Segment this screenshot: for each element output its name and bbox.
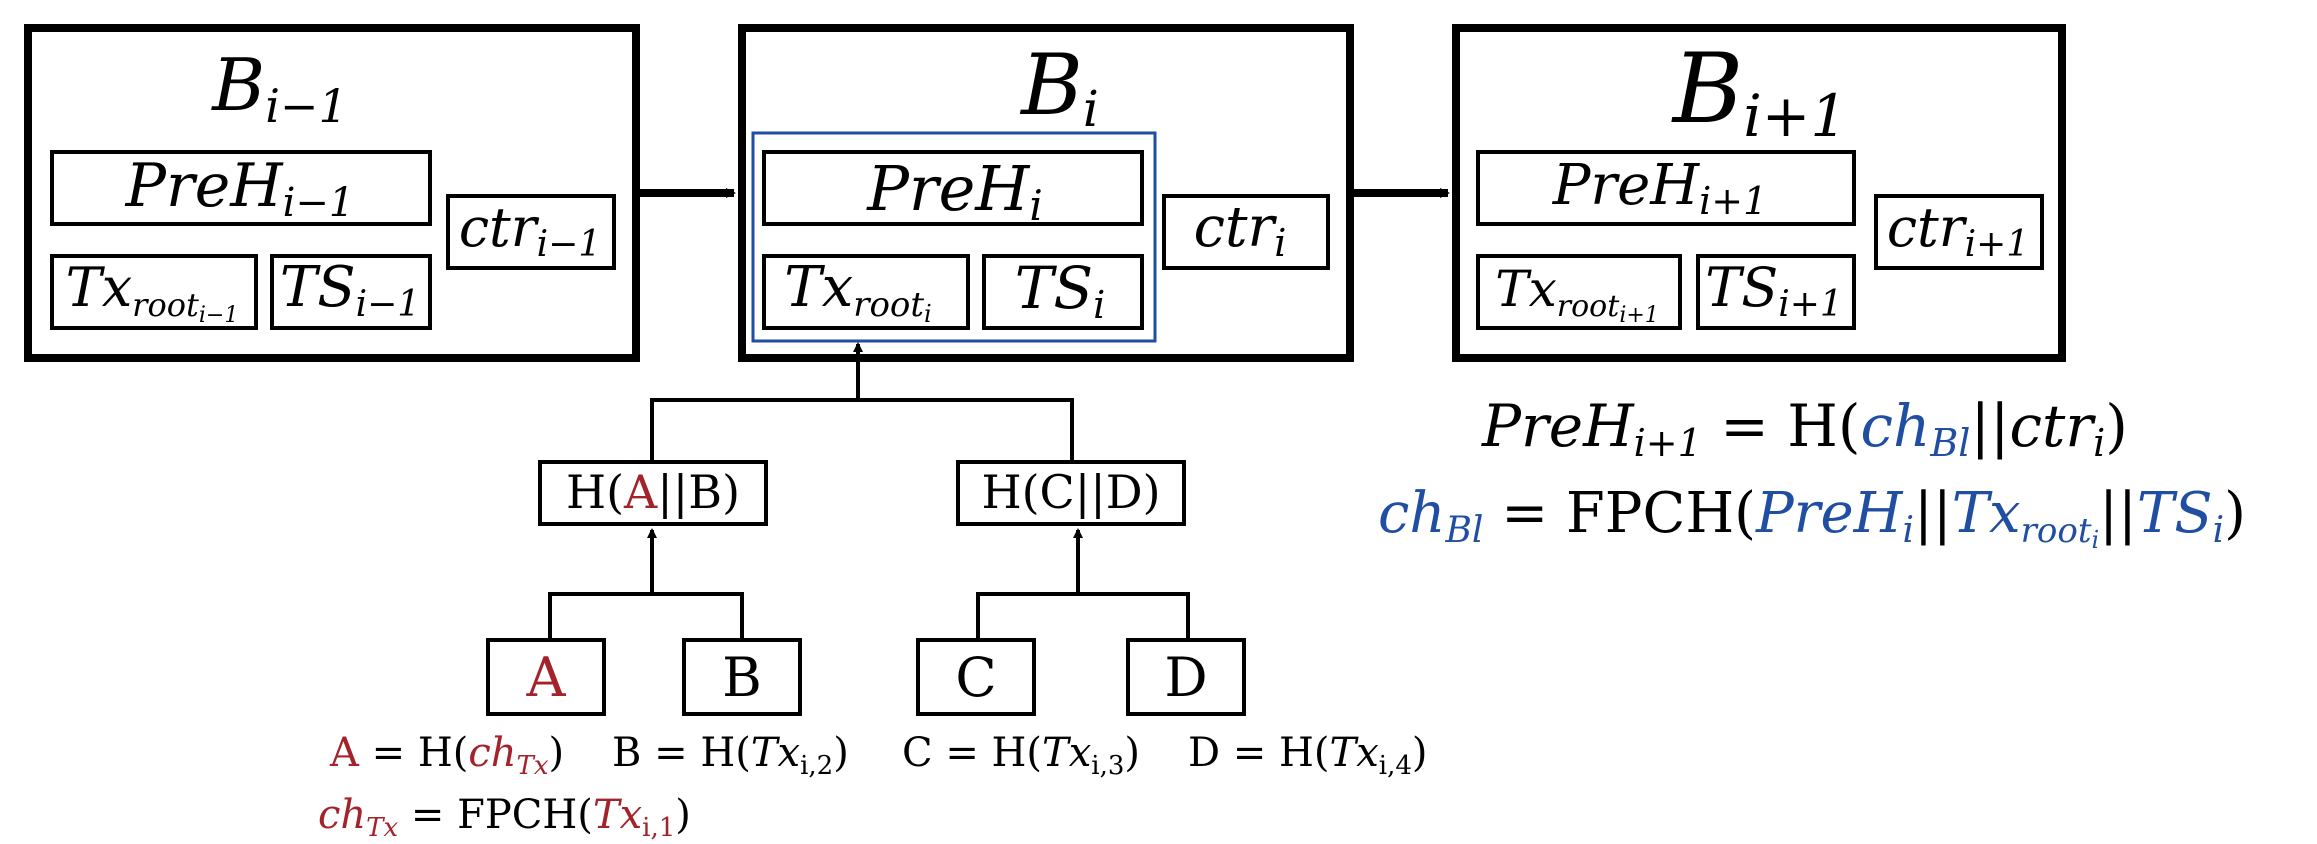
block-current-ts-box <box>982 254 1144 330</box>
block-next-ts: TSi+1 <box>1705 256 1843 325</box>
block-next-title: Bi+1 <box>1671 33 1848 150</box>
chameleon-hash-scope-box <box>751 131 1157 343</box>
block-prev-txroot-box <box>50 254 258 330</box>
leaf-def-c: C = H(Txi,3) <box>902 730 1140 781</box>
block-prev: Bi−1 PreHi−1 Txrooti−1 TSi−1 ctri−1 <box>24 24 640 362</box>
block-next-txroot-box <box>1476 254 1682 330</box>
block-current-ts: TSi <box>1015 254 1106 327</box>
block-prev-txroot: Txrooti−1 <box>66 256 239 328</box>
block-prev-prehash: PreHi−1 <box>125 151 355 226</box>
merkle-leaf-a: A <box>526 646 567 709</box>
chtx-definition: chTx = FPCH(Txi,1) <box>318 792 691 843</box>
merkle-node-cd: H(C||D) <box>981 465 1160 519</box>
block-next-txroot: Txrooti+1 <box>1495 260 1659 328</box>
block-current-prehash: PreHi <box>866 152 1043 230</box>
block-next-prehash-box <box>1476 150 1856 226</box>
block-prev-ts-box <box>270 254 432 330</box>
block-current-txroot-box <box>762 254 970 330</box>
equation-prehash-next: PreHi+1 = H(chBl||ctri) <box>1481 392 2128 465</box>
leaf-def-d: D = H(Txi,4) <box>1188 730 1428 781</box>
merkle-leaf-c-box <box>916 638 1036 716</box>
leaf-def-a: A = H(chTx) <box>329 730 564 781</box>
block-prev-ctr-box <box>446 194 616 270</box>
merkle-tree <box>548 342 1190 640</box>
block-next-frame <box>1452 24 2066 362</box>
merkle-leaf-d: D <box>1164 646 1207 709</box>
equation-chbl: chBl = FPCH(PreHi||Txrooti||TSi) <box>1378 481 2246 554</box>
block-current-txroot: Txrooti <box>784 255 931 328</box>
block-prev-prehash-box <box>50 150 432 226</box>
block-prev-frame <box>24 24 640 362</box>
merkle-left-branch <box>548 592 744 640</box>
block-next-ctr: ctri+1 <box>1887 196 2029 265</box>
merkle-leaf-a-box <box>486 638 606 716</box>
block-prev-ctr: ctri−1 <box>459 196 601 265</box>
merkle-root-branch <box>650 398 1074 462</box>
merkle-leaf-d-box <box>1126 638 1246 716</box>
block-next-prehash: PreHi+1 <box>1552 153 1768 223</box>
leaf-def-b: B = H(Txi,2) <box>612 730 849 781</box>
block-current-prehash-box <box>762 150 1144 226</box>
block-prev-title: Bi−1 <box>210 43 347 133</box>
block-current-title: Bi <box>1019 36 1099 138</box>
merkle-node-cd-box <box>956 460 1186 526</box>
merkle-node-ab: H(A||B) <box>566 465 740 519</box>
merkle-leaf-b-box <box>682 638 802 716</box>
block-current: Bi PreHi Txrooti TSi ctri <box>738 24 1354 362</box>
merkle-right-branch <box>976 592 1190 640</box>
block-current-ctr-box <box>1162 194 1330 270</box>
block-next-ctr-box <box>1874 194 2044 270</box>
block-prev-ts: TSi−1 <box>280 255 420 325</box>
merkle-leaf-c: C <box>955 646 996 709</box>
block-next-ts-box <box>1696 254 1856 330</box>
merkle-leaf-b: B <box>722 646 762 709</box>
block-current-frame <box>738 24 1354 362</box>
merkle-node-ab-box <box>538 460 768 526</box>
block-current-ctr: ctri <box>1194 195 1287 265</box>
block-next: Bi+1 PreHi+1 Txrooti+1 TSi+1 ctri+1 <box>1452 24 2066 362</box>
